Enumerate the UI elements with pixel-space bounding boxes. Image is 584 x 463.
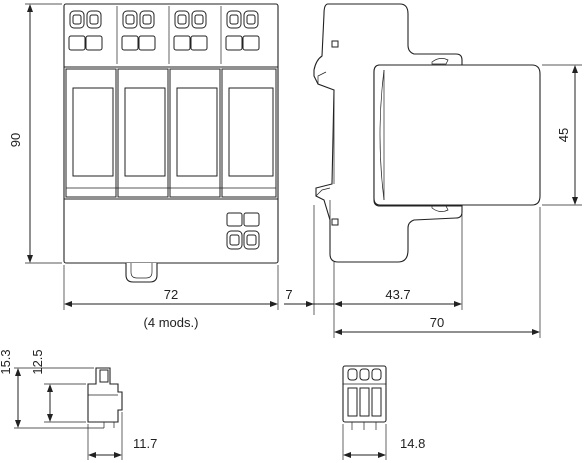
side-slot-bottom bbox=[331, 218, 339, 226]
plug-height-15-3-label: 15.3 bbox=[0, 349, 13, 374]
side-view bbox=[313, 3, 541, 263]
height-90-label: 90 bbox=[8, 133, 23, 147]
plug-side-view bbox=[87, 367, 123, 428]
module-windows bbox=[65, 68, 277, 198]
top-terminals bbox=[68, 6, 260, 64]
dimension-height-45 bbox=[542, 64, 582, 206]
width-72-label: 72 bbox=[164, 287, 178, 302]
depth-70-label: 70 bbox=[430, 315, 444, 330]
plug-height-12-5-label: 12.5 bbox=[30, 349, 45, 374]
side-slot-top bbox=[331, 40, 339, 48]
dimension-plug-11-7 bbox=[87, 412, 123, 460]
dimension-gap-7 bbox=[284, 205, 342, 338]
dimension-plug-12-5 bbox=[44, 383, 86, 423]
dimension-width-72 bbox=[63, 265, 279, 310]
plug-front-view bbox=[342, 365, 387, 430]
dimension-depth-70 bbox=[334, 207, 541, 338]
side-body-outline bbox=[313, 3, 463, 263]
front-view bbox=[63, 3, 279, 283]
gap-7-label: 7 bbox=[285, 287, 292, 302]
plug-depth-11-7-label: 11.7 bbox=[133, 436, 157, 451]
depth-43-7-label: 43.7 bbox=[385, 287, 410, 302]
modules-label: (4 mods.) bbox=[144, 315, 199, 330]
remote-signal-terminal bbox=[226, 212, 260, 250]
height-45-label: 45 bbox=[556, 128, 571, 142]
dimension-plug-14-8 bbox=[342, 424, 387, 460]
dimension-depth-43-7 bbox=[336, 214, 463, 310]
side-front-cover bbox=[373, 64, 541, 206]
plug-width-14-8-label: 14.8 bbox=[400, 436, 425, 451]
dimension-height-90 bbox=[25, 3, 62, 264]
dimension-plug-15-3 bbox=[14, 367, 104, 429]
